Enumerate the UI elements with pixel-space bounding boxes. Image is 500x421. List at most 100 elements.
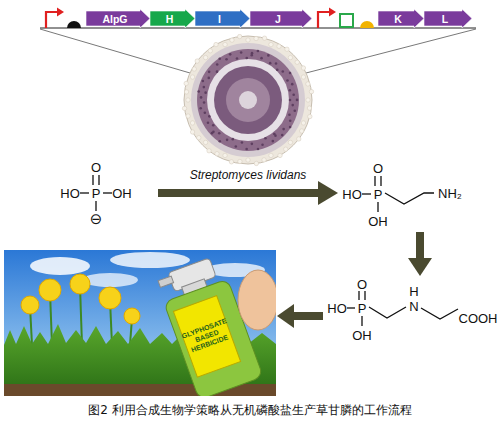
colony-edge-bump [237,34,241,38]
arrow-shaft [293,312,323,320]
zoom-line [306,29,476,73]
bond [362,193,371,194]
colony-edge-bump [277,44,281,48]
colony-edge-bump [288,140,292,144]
cloud [110,252,190,268]
dandelion [70,274,90,294]
colony-speckle [257,50,260,53]
colony-ring [197,49,299,151]
colony-edge-bump [308,114,312,118]
colony-edge-bump [190,75,194,79]
atom-label: P [358,302,367,315]
colony-edge-bump [246,158,250,162]
colony-speckle [208,71,211,74]
bond [377,202,378,212]
atom-label: H [409,285,418,298]
gene-arrow: I [195,9,250,28]
colony-edge-bump [184,81,188,85]
figure-caption: 图2 利用合成生物学策略从无机磷酸盐生产草甘膦的工作流程 [0,402,500,419]
colony-edge-bump [297,137,301,141]
colony-speckle [289,119,292,122]
rbs-symbol [360,21,374,28]
herbicide-photo [4,250,276,396]
colony-edge-bump [238,159,242,163]
atom-label: N [409,300,418,313]
gene-label-holder: J [250,9,306,28]
gene-name: L [442,13,448,25]
colony-speckle [289,126,292,129]
colony-edge-bump [285,47,289,51]
colony-speckle [226,139,229,142]
colony-edge-bump [288,55,292,59]
colony-speckle [235,145,238,148]
promoter-arrowhead [57,8,64,17]
colony-edge-bump [246,38,250,42]
bond [358,291,359,300]
colony-speckle [257,148,260,151]
colony-edge-bump [215,151,219,155]
gene-arrow-outline [250,9,312,28]
colony-speckle [289,72,292,75]
colony-edge-bump [262,158,266,162]
colony-speckle [208,77,211,80]
bond [92,175,93,185]
colony-speckle [200,96,203,99]
bond [347,307,355,308]
operator-symbol [340,14,353,27]
atom-label: O [91,161,101,174]
colony-speckle [245,148,248,151]
charge-symbol: ⊖ [90,212,103,227]
glyphosate-bonds [347,291,458,326]
organism-name: Streptomyces lividans [178,168,318,182]
atom-label: OH [368,215,388,228]
colony-edge-bump [269,42,273,46]
bond [369,307,406,318]
gene-label-holder: AlpG [86,9,144,28]
colony-speckle [264,137,267,140]
colony-speckle [289,99,292,102]
colony-edge-bump [254,161,258,165]
colony-speckle [267,54,270,57]
colony-edge-bump [208,49,212,53]
colony-ring [239,91,257,109]
atom-label: O [373,162,383,175]
colony-edge-bump [295,60,299,64]
gene-label-holder: I [195,9,244,28]
colony-edge-bump [230,38,234,42]
colony-speckle [199,107,202,110]
colony-image: Streptomyces lividans [178,34,318,184]
gene-name: J [275,13,281,25]
colony-edge-bump [197,136,201,140]
colony-speckle [276,69,279,72]
colony-edge-bump [190,121,194,125]
gene-arrow-outline [150,9,195,28]
colony-speckle [291,83,294,86]
colony-speckle [204,111,207,114]
arrow-head [318,181,338,205]
colony-edge-bump [182,106,186,110]
colony-speckle [281,70,284,73]
gene-arrow: AlpG [86,9,150,28]
colony-edge-bump [192,67,196,71]
bottle-label [173,296,240,378]
colony-speckle [240,51,243,54]
gene-name: K [394,13,402,25]
colony-edge-bump [306,82,310,86]
colony-edge-bump [195,59,199,63]
colony-speckle [250,54,253,57]
bond [364,291,365,300]
gene-arrow: H [150,9,195,28]
arrow-shaft [158,189,319,197]
gene-label-holder: H [150,9,189,28]
colony-edge-bump [190,130,194,134]
colony-ring [207,59,289,141]
hand [238,270,276,330]
colony-speckle [292,93,295,96]
promoter-symbol [46,12,58,28]
arrow-shaft [416,232,424,259]
colony-speckle [212,131,215,134]
colony-edge-bump [309,89,313,93]
colony-edge-bump [306,98,310,102]
bond [95,201,96,211]
colony-ring [214,66,282,134]
